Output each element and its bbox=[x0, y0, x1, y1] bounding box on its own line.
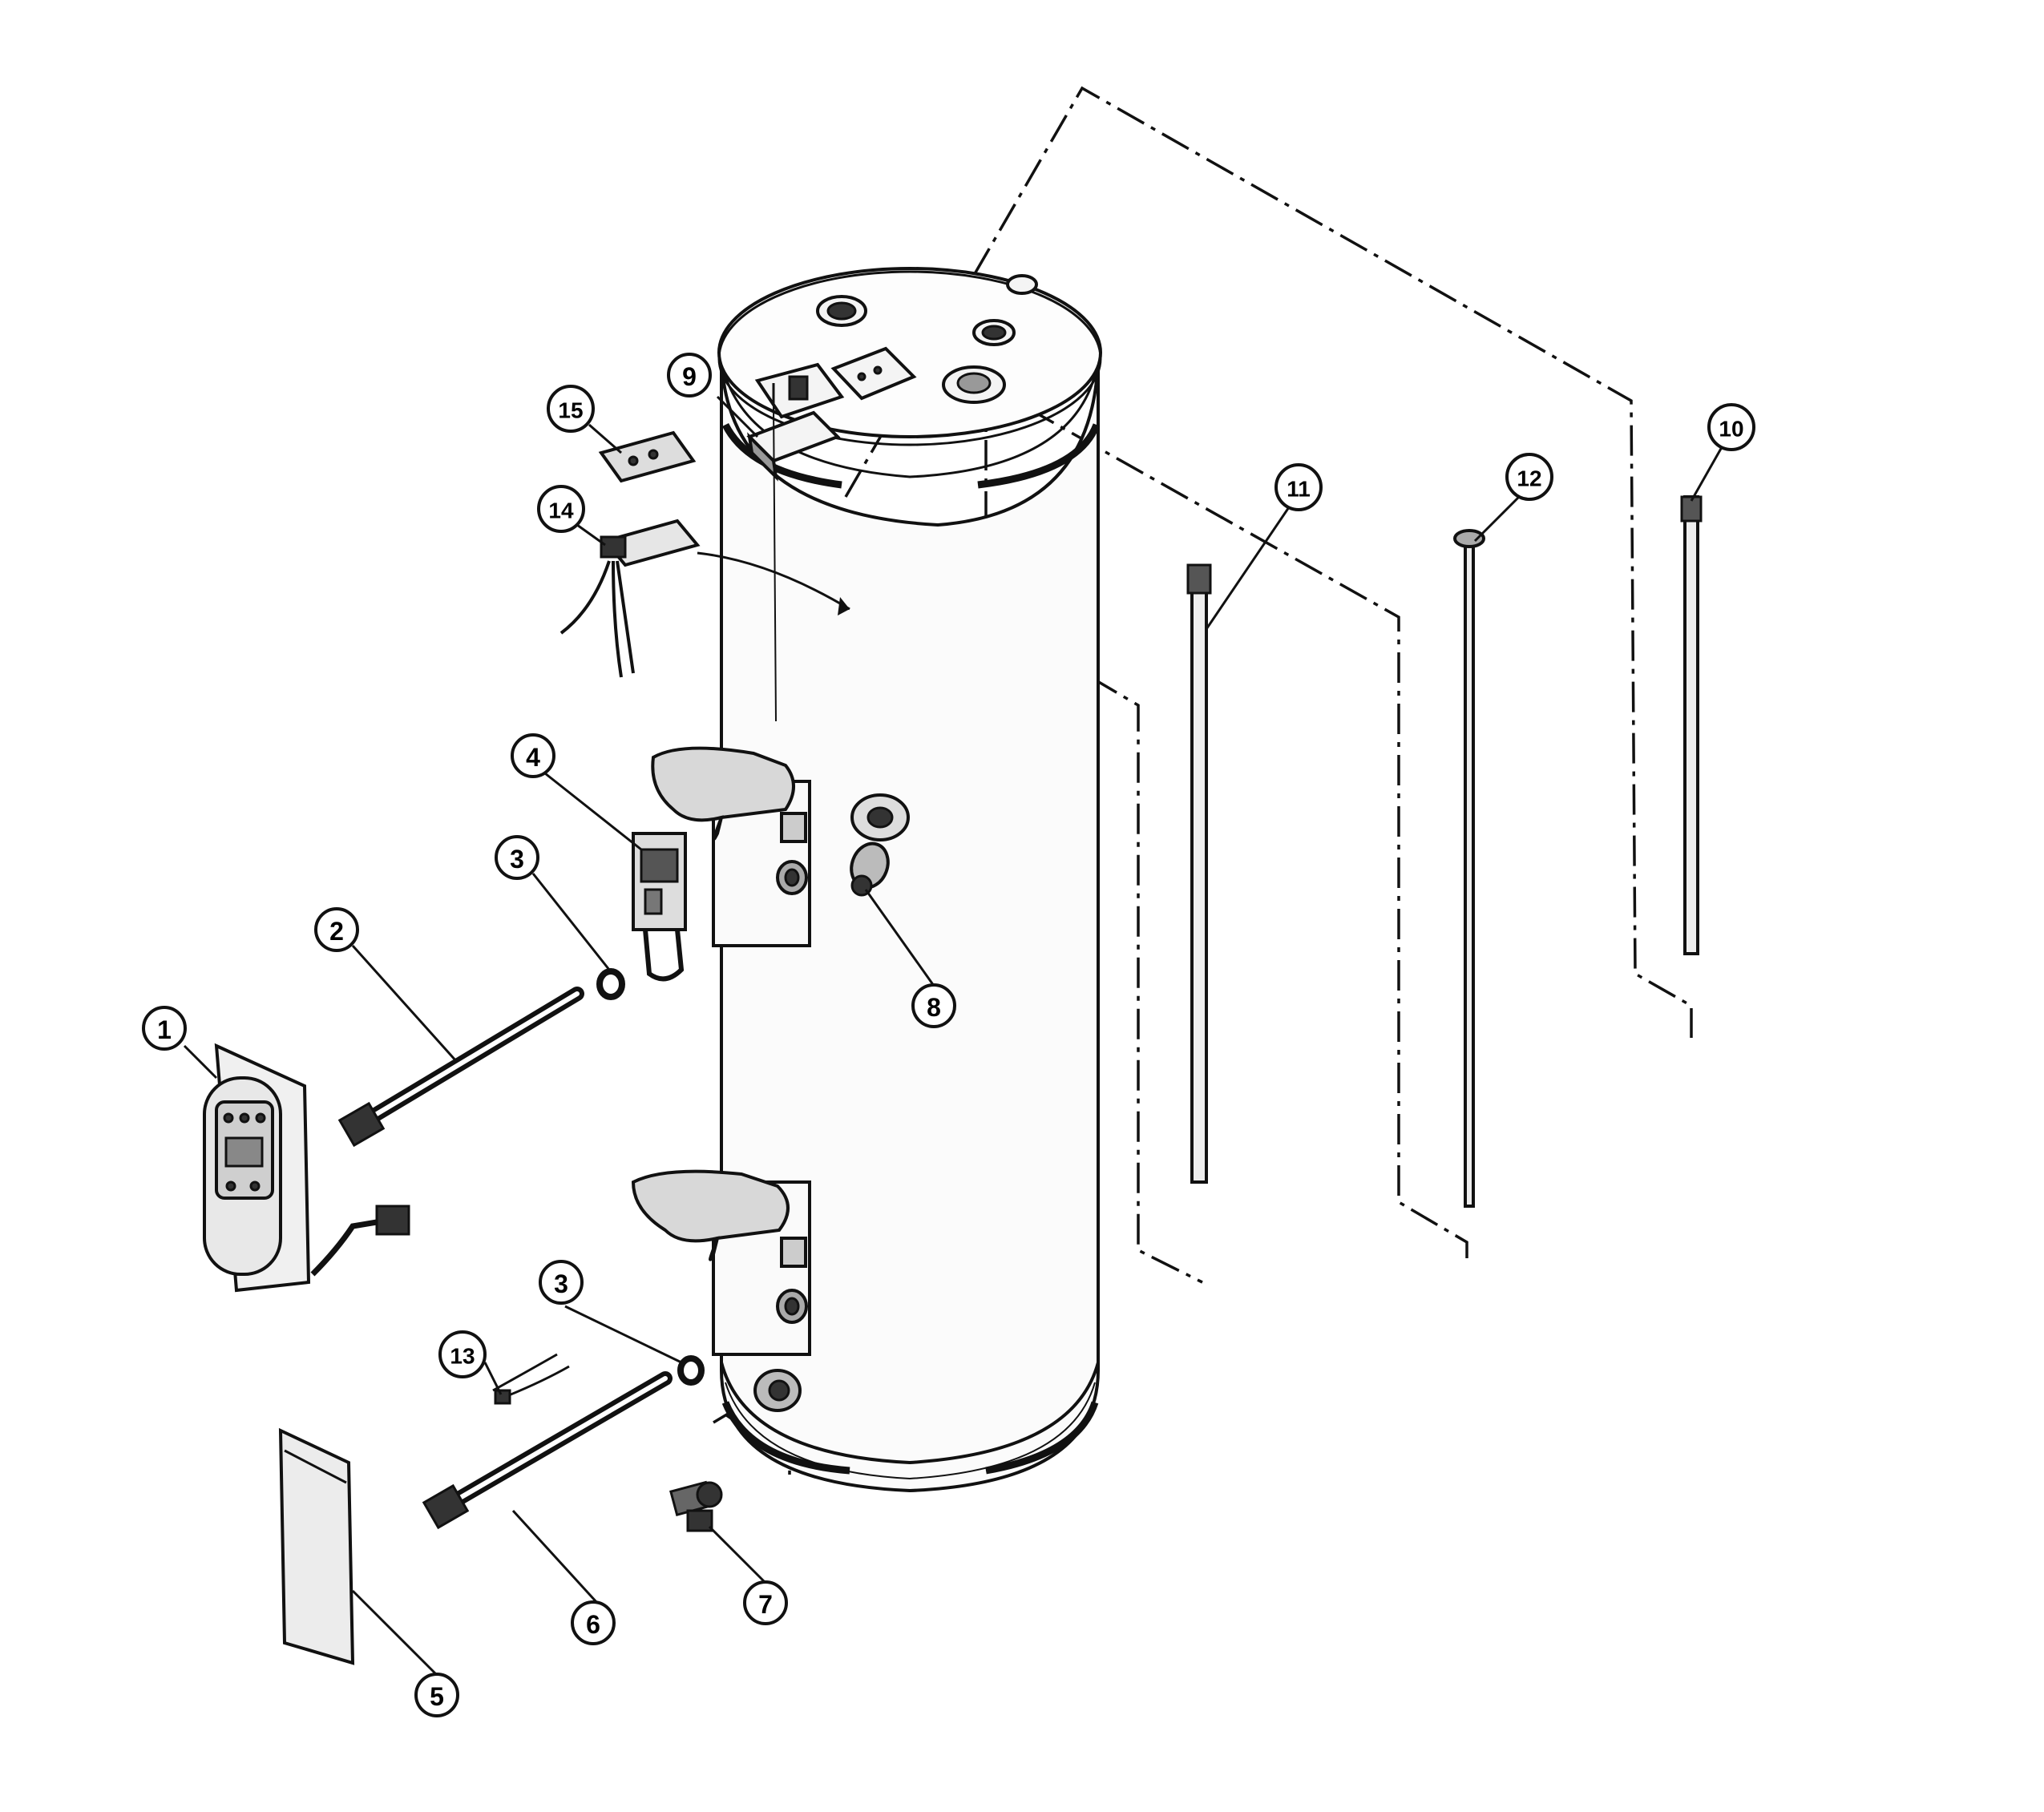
svg-text:6: 6 bbox=[586, 1610, 600, 1639]
part-14-wiring-harness bbox=[559, 519, 850, 678]
svg-text:8: 8 bbox=[927, 993, 941, 1022]
svg-text:1: 1 bbox=[157, 1015, 172, 1044]
part-15-terminal-plate bbox=[598, 430, 697, 483]
callout-leaders bbox=[183, 395, 1723, 1677]
svg-text:9: 9 bbox=[682, 362, 697, 391]
callout-3-lower: 3 bbox=[539, 1260, 584, 1305]
part-1-control-panel bbox=[203, 1043, 410, 1293]
callout-2: 2 bbox=[314, 907, 359, 952]
callout-15: 15 bbox=[547, 385, 595, 433]
svg-text:11: 11 bbox=[1287, 477, 1311, 502]
callout-7: 7 bbox=[743, 1580, 788, 1625]
svg-text:13: 13 bbox=[450, 1344, 475, 1369]
callout-14: 14 bbox=[537, 485, 585, 533]
element-access-panels bbox=[631, 746, 910, 1412]
part-13-screw bbox=[492, 1353, 570, 1405]
callout-11: 11 bbox=[1274, 463, 1323, 511]
svg-text:15: 15 bbox=[558, 398, 583, 423]
svg-text:14: 14 bbox=[548, 498, 574, 523]
part-6-lower-element bbox=[422, 1371, 673, 1530]
svg-text:3: 3 bbox=[554, 1269, 568, 1298]
part-11-anode-rod bbox=[1186, 563, 1212, 1184]
part-10-anode-rod bbox=[1680, 495, 1703, 955]
part-12-dip-tube bbox=[1453, 529, 1485, 1208]
callout-12: 12 bbox=[1505, 453, 1553, 501]
callout-13: 13 bbox=[438, 1330, 487, 1378]
svg-text:7: 7 bbox=[758, 1590, 773, 1619]
svg-text:12: 12 bbox=[1517, 466, 1541, 491]
part-4-upper-thermostat bbox=[632, 832, 687, 982]
svg-text:3: 3 bbox=[510, 845, 524, 874]
callout-10: 10 bbox=[1707, 403, 1755, 451]
callout-9: 9 bbox=[667, 353, 712, 398]
svg-text:4: 4 bbox=[526, 743, 540, 772]
part-2-upper-element bbox=[337, 987, 584, 1148]
tank-top-fittings bbox=[754, 274, 1038, 419]
callout-1: 1 bbox=[142, 1006, 187, 1051]
part-9-top-cover bbox=[746, 383, 841, 722]
callout-5: 5 bbox=[414, 1673, 459, 1717]
svg-text:5: 5 bbox=[430, 1682, 444, 1711]
part-5-lower-cover bbox=[278, 1427, 355, 1665]
svg-text:2: 2 bbox=[329, 917, 344, 946]
part-7-drain-valve bbox=[669, 1480, 723, 1532]
callout-3-upper: 3 bbox=[495, 835, 539, 880]
callout-6: 6 bbox=[571, 1600, 616, 1645]
svg-text:10: 10 bbox=[1719, 417, 1743, 442]
callout-4: 4 bbox=[511, 733, 555, 778]
callout-8: 8 bbox=[911, 983, 956, 1028]
part-3-gaskets bbox=[596, 968, 705, 1386]
